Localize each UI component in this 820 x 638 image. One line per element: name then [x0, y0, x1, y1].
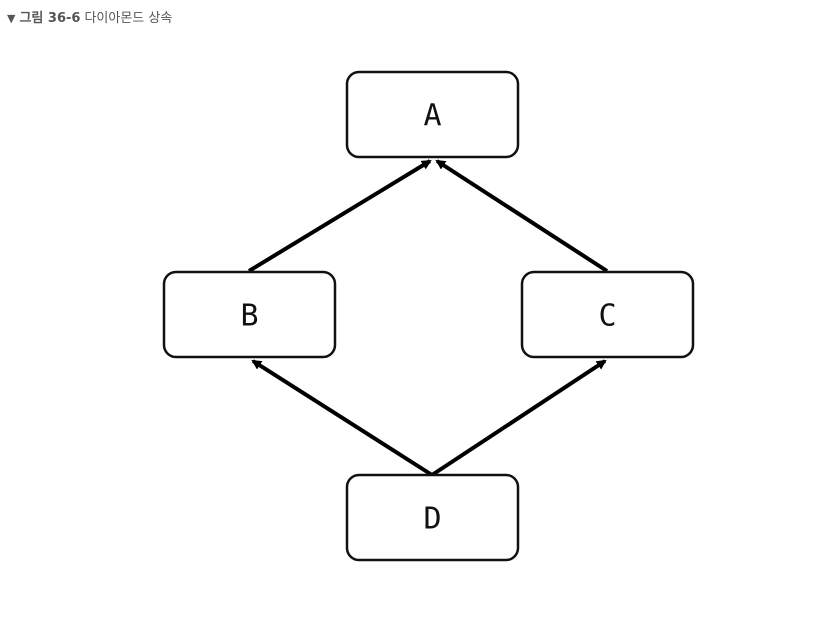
edge-c-to-a — [435, 159, 609, 273]
figure-number: 그림 36-6 — [19, 11, 81, 26]
node-c-label: C — [598, 299, 616, 334]
node-a: A — [345, 70, 520, 159]
node-d: D — [345, 473, 520, 562]
node-b: B — [162, 270, 337, 359]
edge-b-to-a — [247, 159, 432, 273]
node-a-label: A — [423, 99, 441, 134]
figure-title: 다이아몬드 상속 — [84, 11, 173, 26]
node-d-label: D — [423, 502, 441, 537]
node-b-label: B — [240, 299, 258, 334]
collapse-toggle-icon[interactable]: ▼ — [7, 12, 16, 25]
node-c: C — [520, 270, 695, 359]
edge-d-to-c — [430, 359, 607, 477]
edge-d-to-b — [251, 359, 434, 477]
